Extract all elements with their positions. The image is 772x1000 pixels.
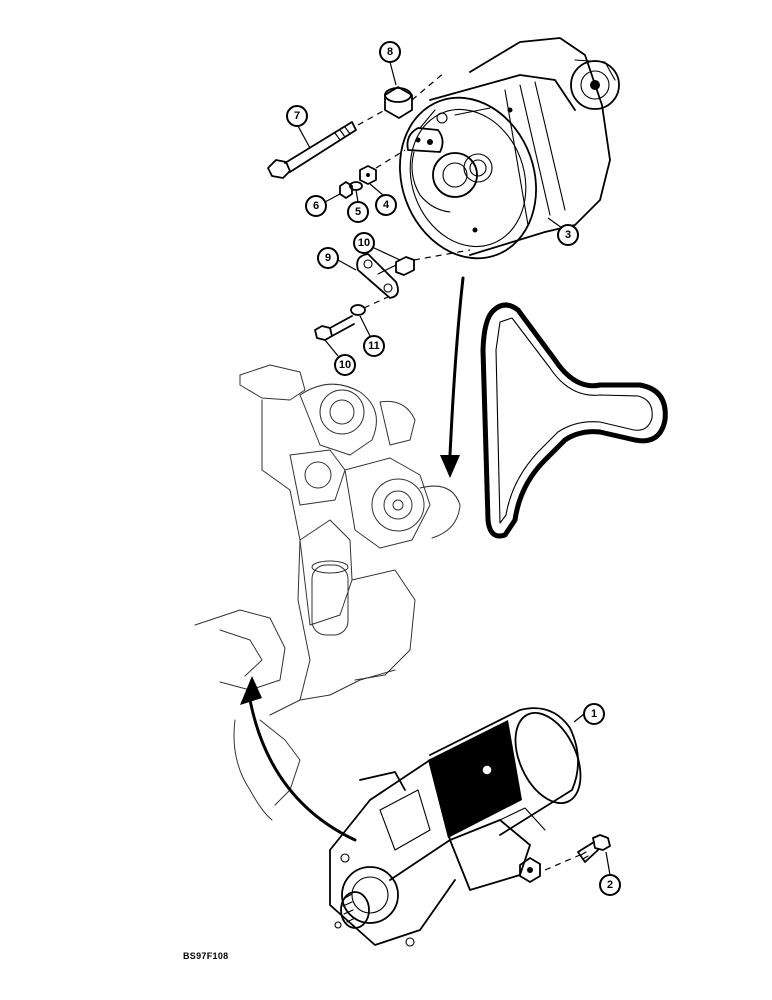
callout-9: 9 xyxy=(317,247,357,271)
alternator-illustration xyxy=(399,37,620,260)
callout-number: 3 xyxy=(565,229,571,241)
callout-10-bottom: 10 xyxy=(324,339,356,376)
arrow-alternator-to-engine xyxy=(440,276,465,478)
callout-number: 9 xyxy=(325,252,331,264)
starter-illustration xyxy=(329,707,611,947)
callout-number: 6 xyxy=(313,200,319,212)
arrow-starter-to-engine xyxy=(240,676,357,842)
callout-11: 11 xyxy=(359,315,385,357)
callout-3: 3 xyxy=(547,217,579,246)
callout-number: 2 xyxy=(607,879,613,891)
callout-7: 7 xyxy=(286,105,311,149)
callout-4: 4 xyxy=(369,183,397,216)
callout-number: 10 xyxy=(358,237,370,249)
hardware-illustration xyxy=(267,71,471,341)
callout-1: 1 xyxy=(573,703,605,725)
callout-number: 1 xyxy=(591,708,597,720)
callout-number: 4 xyxy=(383,199,390,211)
callout-number: 5 xyxy=(355,206,361,218)
callout-number: 8 xyxy=(387,46,393,58)
callout-5: 5 xyxy=(347,189,369,223)
callout-number: 11 xyxy=(368,340,380,352)
callout-2: 2 xyxy=(599,851,621,896)
figure-id-label: BS97F108 xyxy=(183,951,229,961)
callout-number: 7 xyxy=(294,110,300,122)
callout-6: 6 xyxy=(305,193,341,217)
callout-10-top: 10 xyxy=(353,232,401,261)
drive-belt-illustration xyxy=(480,302,668,539)
engine-block-illustration xyxy=(194,364,461,821)
callout-8: 8 xyxy=(379,41,401,86)
callout-number: 10 xyxy=(339,359,351,371)
